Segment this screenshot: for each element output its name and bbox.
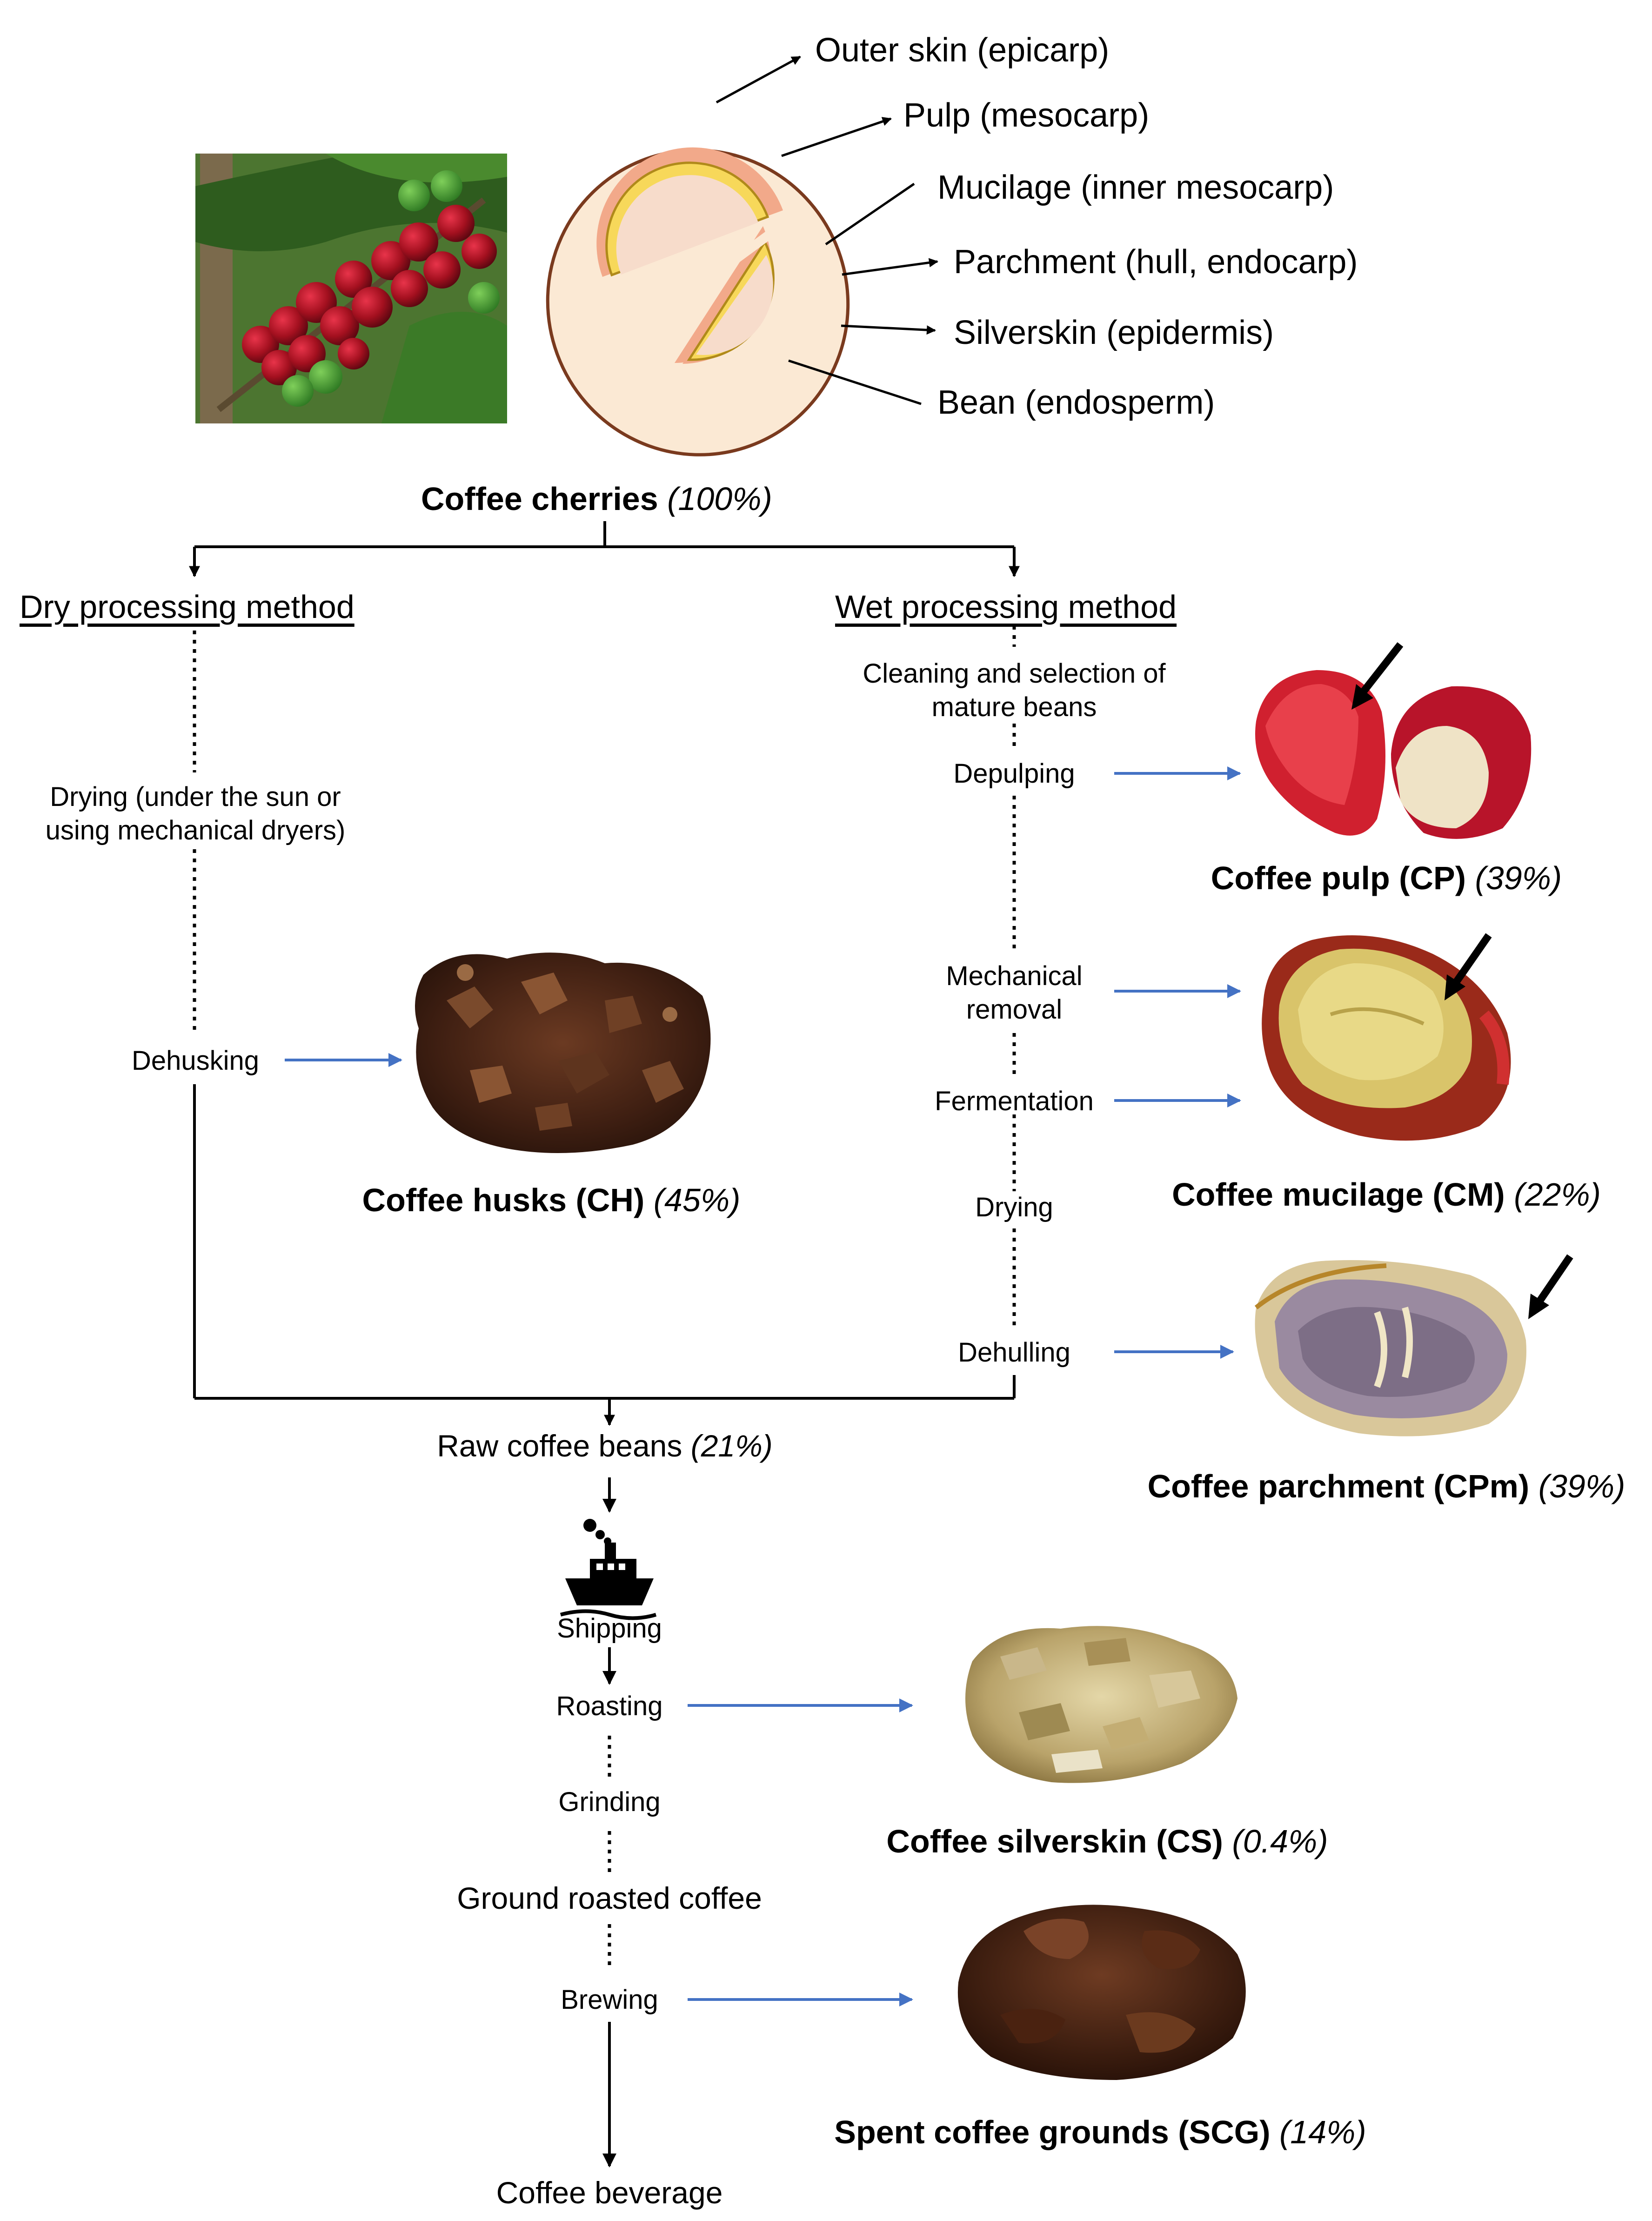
dry-heading: Dry processing method [20, 589, 354, 625]
label-parchment: Parchment (hull, endocarp) [954, 243, 1358, 281]
mucilage-name: Coffee mucilage (CM) [1172, 1176, 1505, 1213]
dry-step-drying-1: Drying (under the sun or [50, 782, 341, 812]
step-roasting: Roasting [556, 1691, 663, 1721]
root-node: Coffee cherries (100%) [421, 479, 772, 518]
coffee-pulp-image [1255, 642, 1532, 839]
product-coffee-mucilage: Coffee mucilage (CM) (22%) [1172, 1175, 1601, 1214]
coffee-parchment-image [1254, 1254, 1573, 1436]
scg-pct: (14%) [1279, 2114, 1366, 2150]
parchment-pct: (39%) [1538, 1468, 1625, 1504]
husks-name: Coffee husks (CH) [362, 1182, 645, 1218]
flow-lines [189, 521, 1020, 2167]
wet-step-fermentation: Fermentation [935, 1086, 1094, 1116]
step-brewing: Brewing [561, 1985, 658, 2015]
byproduct-arrows [285, 766, 1241, 2006]
raw-coffee-beans: Raw coffee beans (21%) [437, 1428, 773, 1464]
coffee-husks-image [415, 953, 711, 1153]
husks-pct: (45%) [653, 1182, 741, 1218]
ground-roasted-coffee: Ground roasted coffee [457, 1881, 762, 1915]
cherry-cross-section [546, 147, 850, 456]
wet-step-mechanical-2: removal [966, 994, 1063, 1025]
pulp-pct: (39%) [1475, 860, 1562, 896]
spent-coffee-grounds-image [957, 1905, 1246, 2080]
dry-step-drying-2: using mechanical dryers) [45, 815, 346, 845]
label-outer-skin: Outer skin (epicarp) [815, 32, 1110, 69]
wet-heading: Wet processing method [835, 589, 1177, 625]
wet-step-cleaning-2: mature beans [931, 692, 1097, 722]
coffee-cherries-photo [195, 154, 507, 423]
wet-step-depulping: Depulping [953, 758, 1075, 789]
silverskin-pct: (0.4%) [1232, 1823, 1328, 1859]
step-grinding: Grinding [558, 1787, 661, 1817]
anatomy-leaders [716, 55, 938, 405]
dry-step-dehusking: Dehusking [131, 1046, 260, 1076]
silverskin-name: Coffee silverskin (CS) [886, 1823, 1223, 1859]
pulp-name: Coffee pulp (CP) [1211, 860, 1466, 896]
label-silverskin: Silverskin (epidermis) [954, 314, 1274, 351]
step-shipping: Shipping [557, 1613, 662, 1644]
label-mucilage: Mucilage (inner mesocarp) [937, 169, 1334, 206]
root-pct: (100%) [667, 481, 772, 517]
mucilage-pct: (22%) [1514, 1176, 1601, 1213]
scg-name: Spent coffee grounds (SCG) [834, 2114, 1271, 2150]
product-spent-coffee-grounds: Spent coffee grounds (SCG) (14%) [834, 2113, 1366, 2152]
coffee-silverskin-image [965, 1626, 1237, 1783]
product-coffee-pulp: Coffee pulp (CP) (39%) [1211, 859, 1562, 898]
ship-icon [560, 1519, 657, 1620]
product-coffee-husks: Coffee husks (CH) (45%) [362, 1181, 741, 1220]
root-name: Coffee cherries [421, 481, 658, 517]
upper-seed [596, 147, 783, 277]
raw-pct: (21%) [690, 1429, 773, 1463]
wet-step-drying: Drying [975, 1192, 1053, 1222]
wet-step-dehulling: Dehulling [958, 1337, 1070, 1368]
wet-step-cleaning-1: Cleaning and selection of [863, 658, 1166, 689]
lower-seed [675, 226, 775, 364]
coffee-beverage: Coffee beverage [496, 2175, 723, 2210]
product-coffee-parchment: Coffee parchment (CPm) (39%) [1148, 1467, 1625, 1506]
label-bean: Bean (endosperm) [937, 384, 1215, 421]
wet-step-mechanical-1: Mechanical [946, 961, 1083, 991]
coffee-mucilage-image [1262, 933, 1511, 1141]
raw-name: Raw coffee beans [437, 1429, 682, 1463]
parchment-name: Coffee parchment (CPm) [1147, 1468, 1530, 1504]
product-coffee-silverskin: Coffee silverskin (CS) (0.4%) [886, 1822, 1328, 1861]
label-pulp: Pulp (mesocarp) [903, 97, 1150, 134]
